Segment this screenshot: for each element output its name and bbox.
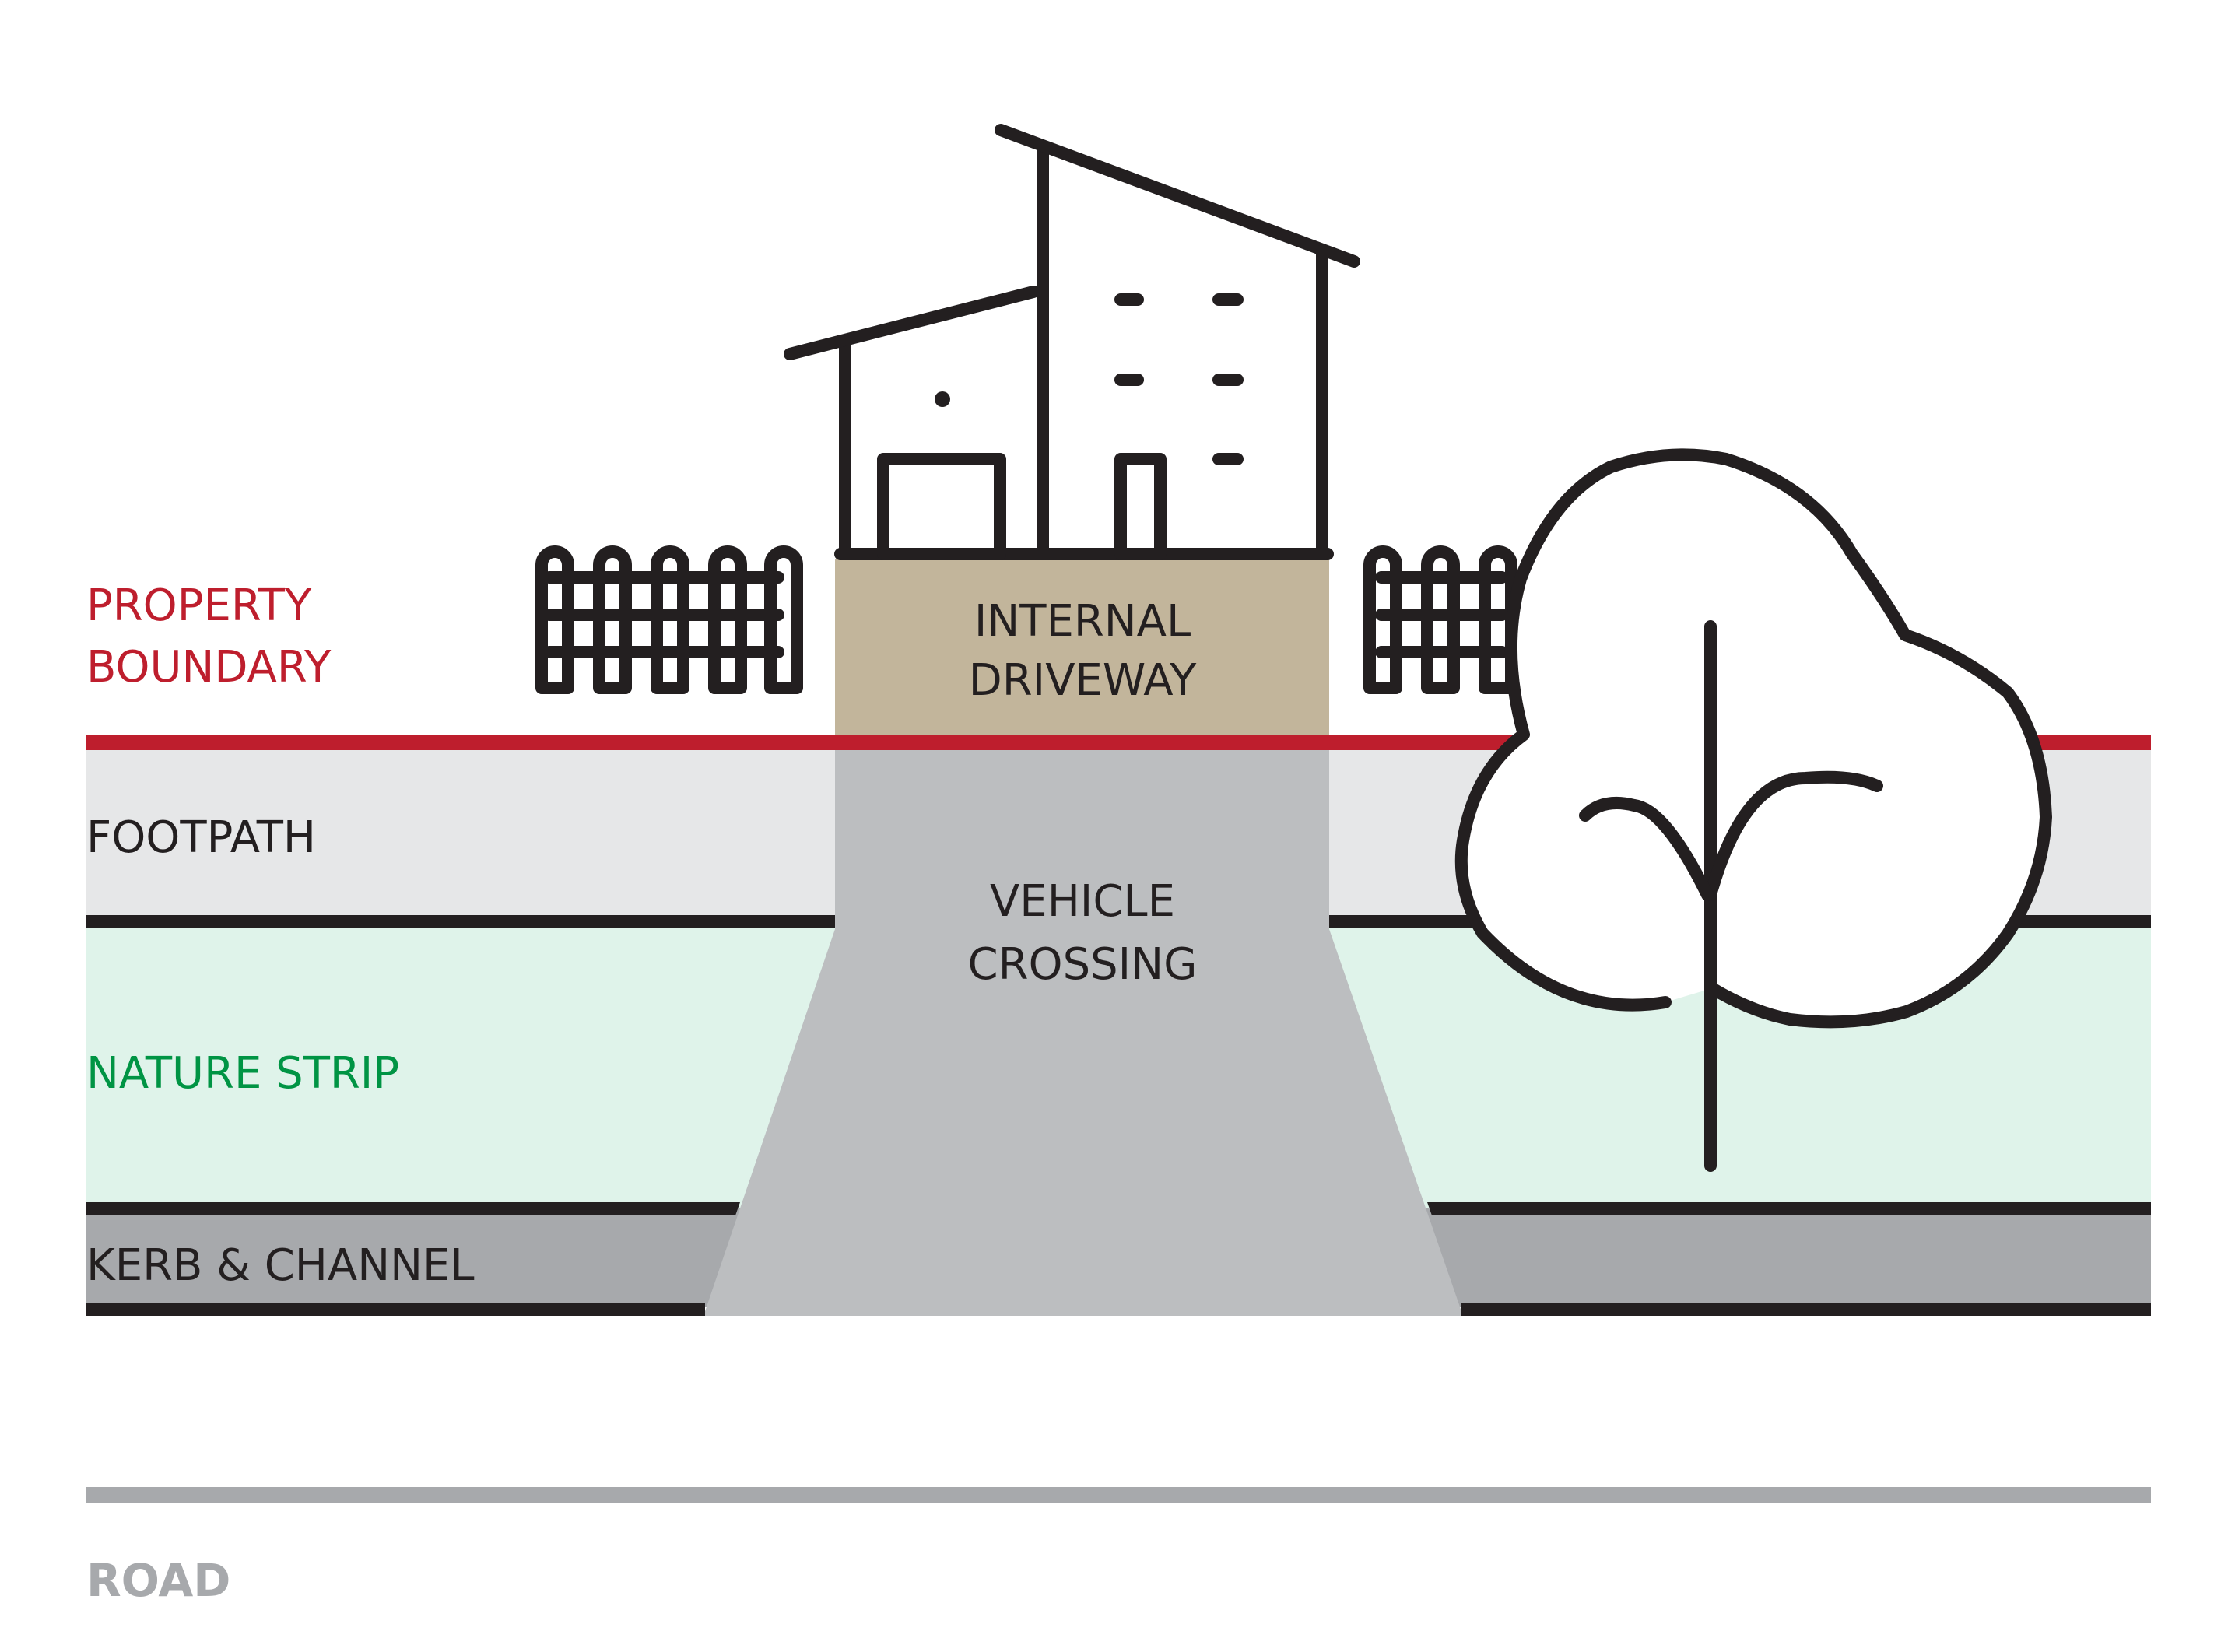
property-boundary-label-line1: PROPERTY	[86, 580, 312, 631]
fence-right-icon	[1363, 545, 1517, 694]
vehicle-crossing-area	[703, 739, 1463, 1316]
vehicle-crossing-label-line2: CROSSING	[968, 939, 1198, 990]
vehicle-crossing-label-line1: VEHICLE	[990, 876, 1175, 927]
footpath-edge-line-left	[86, 915, 835, 928]
road-line	[86, 1487, 2151, 1503]
kerb-channel-label: KERB & CHANNEL	[86, 1240, 475, 1291]
kerb-bottom-line-right	[1461, 1303, 2151, 1316]
tree-icon	[1454, 448, 2052, 1172]
internal-driveway-area	[835, 559, 1329, 743]
footpath-label: FOOTPATH	[86, 812, 316, 863]
internal-driveway-label-line2: DRIVEWAY	[969, 655, 1198, 706]
fence-left-icon	[535, 545, 803, 694]
kerb-bottom-line-left	[86, 1303, 705, 1316]
nature-strip-label: NATURE STRIP	[86, 1048, 399, 1099]
property-boundary-label-line2: BOUNDARY	[86, 642, 332, 693]
house-icon	[784, 124, 1360, 560]
internal-driveway-label-line1: INTERNAL	[974, 596, 1191, 647]
road-label: ROAD	[86, 1554, 230, 1607]
kerb-top-line-left	[86, 1202, 740, 1215]
kerb-top-line-right	[1427, 1202, 2151, 1215]
